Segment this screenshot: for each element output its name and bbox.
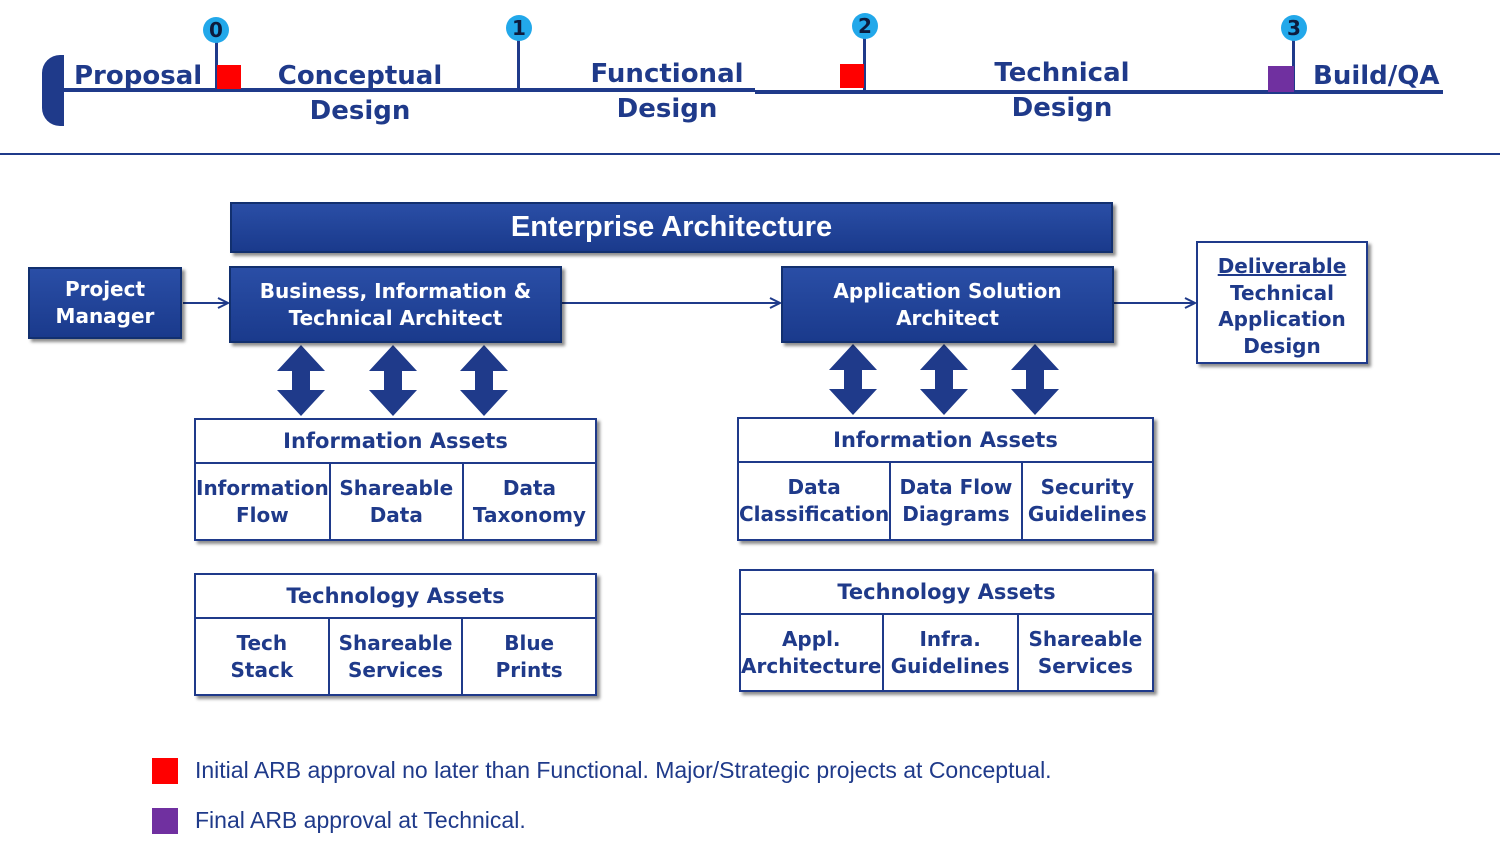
asset-title: Technology Assets — [196, 575, 595, 619]
legend-text-final: Final ARB approval at Technical. — [195, 807, 526, 833]
business-technical-architect-box: Business, Information & Technical Archit… — [229, 266, 562, 343]
milestone-3-badge: 3 — [1281, 15, 1307, 41]
double-arrow-icon — [369, 345, 417, 416]
milestone-0-badge: 0 — [203, 17, 229, 43]
legend-swatch-initial — [152, 758, 178, 784]
deliverable-box: Deliverable Technical Application Design — [1196, 241, 1368, 364]
asset-title: Technology Assets — [741, 571, 1152, 615]
initial-arb-marker — [840, 64, 864, 88]
asset-title: Information Assets — [739, 419, 1152, 463]
section-divider — [0, 153, 1500, 155]
double-arrow-icon — [460, 345, 508, 416]
legend-text-initial: Initial ARB approval no later than Funct… — [195, 757, 1052, 783]
bidirectional-arrows-right — [829, 344, 1059, 415]
phase-functional-design: Functional Design — [590, 59, 744, 124]
milestone-stem — [1292, 38, 1295, 93]
double-arrow-icon — [1011, 344, 1059, 415]
phase-technical-design: Technical Design — [994, 58, 1130, 123]
double-arrow-icon — [829, 344, 877, 415]
milestone-stem — [517, 38, 520, 90]
application-solution-architect-box: Application Solution Architect — [781, 266, 1114, 343]
double-arrow-icon — [277, 345, 325, 416]
deliverable-heading: Deliverable — [1217, 254, 1347, 278]
milestone-1-badge: 1 — [506, 15, 532, 41]
initial-arb-marker — [217, 65, 241, 89]
legend-swatch-final — [152, 808, 178, 834]
milestone-2-badge: 2 — [852, 13, 878, 39]
timeline-start-cap — [42, 55, 64, 126]
project-manager-box: Project Manager — [28, 267, 182, 339]
milestone-stem — [215, 40, 218, 90]
phase-conceptual-design: Conceptual Design — [277, 61, 443, 126]
milestone-stem — [863, 36, 866, 90]
phase-proposal: Proposal — [74, 61, 203, 91]
final-arb-marker — [1268, 66, 1294, 92]
right-technology-assets: Technology Assets Appl.Architecture Infr… — [739, 569, 1154, 692]
double-arrow-icon — [920, 344, 968, 415]
enterprise-architecture-banner: Enterprise Architecture — [230, 202, 1113, 253]
phase-build-qa: Build/QA — [1313, 61, 1440, 91]
asset-cell: Appl.Architecture — [741, 615, 884, 690]
asset-title: Information Assets — [196, 420, 595, 464]
asset-cell: Infra.Guidelines — [884, 615, 1019, 690]
timeline-line — [755, 90, 1443, 94]
bidirectional-arrows-left — [277, 345, 508, 416]
timeline-line — [60, 88, 755, 92]
